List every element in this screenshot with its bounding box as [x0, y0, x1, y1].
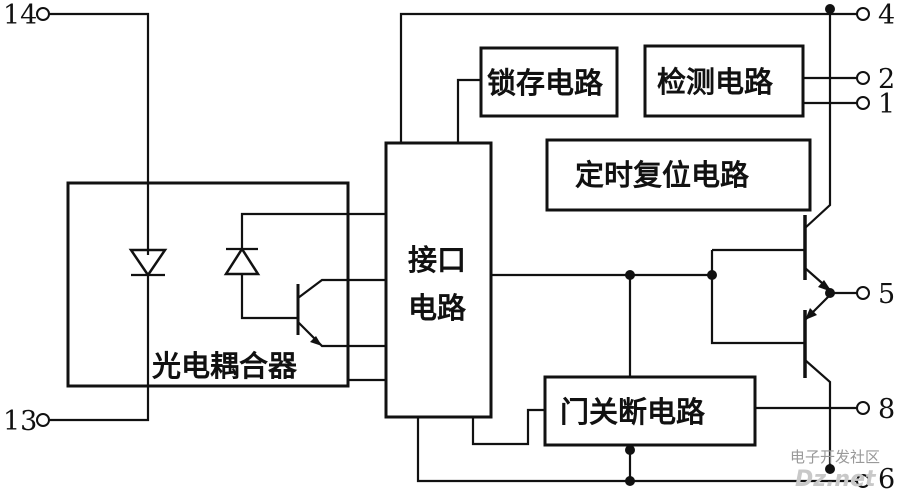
optocoupler-frame [66, 181, 350, 388]
pin-14-group: 14 [3, 0, 150, 255]
upper-transistor-collector-wire [804, 14, 832, 229]
pin-4-terminal [856, 7, 870, 21]
interface-frame [384, 141, 493, 419]
pin-14-label: 14 [3, 0, 37, 31]
photodiode-top-wire [240, 212, 386, 249]
pin-5-terminal [856, 286, 870, 300]
top-rail-wire [399, 12, 857, 143]
interface-label-line2: 电路 [408, 291, 467, 325]
phototransistor-arrow-icon [310, 336, 322, 346]
gate-shutdown-label: 门关断电路 [560, 395, 706, 429]
lower-transistor-collector-wire [804, 359, 832, 470]
pin-1-terminal [856, 96, 870, 110]
drive-bus [491, 248, 805, 377]
latch-block: 锁存电路 [456, 46, 619, 143]
detect-block: 检测电路 [643, 44, 857, 118]
pin-5-label: 5 [878, 279, 895, 310]
interface-block: 接口 电路 [384, 141, 493, 419]
detect-label: 检测电路 [657, 65, 774, 99]
base-split-wire [710, 250, 805, 345]
output-transistors [803, 215, 857, 470]
pin-4-label: 4 [878, 0, 895, 31]
phototransistor-collector [297, 278, 386, 299]
lower-transistor-arrow-icon [805, 308, 817, 320]
interface-label-line1: 接口 [408, 243, 466, 277]
detect-frame [643, 44, 805, 118]
right-pins: 4 2 1 5 8 6 [856, 0, 895, 490]
bottom-junction-1 [625, 445, 635, 455]
photodiode-icon [223, 246, 261, 276]
pin-2-label: 2 [878, 64, 895, 95]
pin-8-terminal [856, 401, 870, 415]
latch-frame [479, 46, 619, 118]
watermark-line1: 电子开发社区 [790, 448, 880, 466]
pin-8-label: 8 [878, 394, 895, 425]
latch-wire [456, 78, 481, 143]
led-diode-icon [128, 248, 168, 278]
pin-13-group: 13 [3, 275, 150, 437]
optocoupler-label: 光电耦合器 [152, 349, 298, 383]
pin-13-terminal [36, 413, 50, 427]
bottom-rail [416, 417, 857, 486]
optocoupler-block: 光电耦合器 [66, 181, 386, 388]
bottom-junction-3 [825, 464, 835, 474]
pin-2-terminal [856, 71, 870, 85]
timer-label: 定时复位电路 [575, 158, 750, 192]
pin-14-wire [49, 12, 150, 255]
pin-13-label: 13 [3, 406, 37, 437]
photodiode-bottom-wire [240, 274, 298, 320]
bottom-junction-2 [625, 476, 635, 486]
top-rail [399, 4, 857, 229]
pin-13-wire [49, 275, 150, 422]
optocoupler-label-bg [150, 350, 318, 384]
gate-shutdown-block: 门关断电路 [471, 375, 857, 447]
bottom-rail-wire [416, 417, 857, 483]
pin-6-terminal [856, 474, 870, 488]
timer-block: 定时复位电路 [545, 138, 812, 212]
latch-label: 锁存电路 [487, 66, 604, 100]
pin-1-label: 1 [878, 89, 895, 120]
pin-6-label: 6 [878, 464, 895, 490]
interface-to-gate-wire [471, 408, 545, 446]
timer-frame [545, 138, 812, 212]
watermark-line2: Dz.net [795, 467, 877, 490]
pin-14-terminal [36, 7, 50, 21]
watermark: 电子开发社区 Dz.net [790, 448, 880, 490]
